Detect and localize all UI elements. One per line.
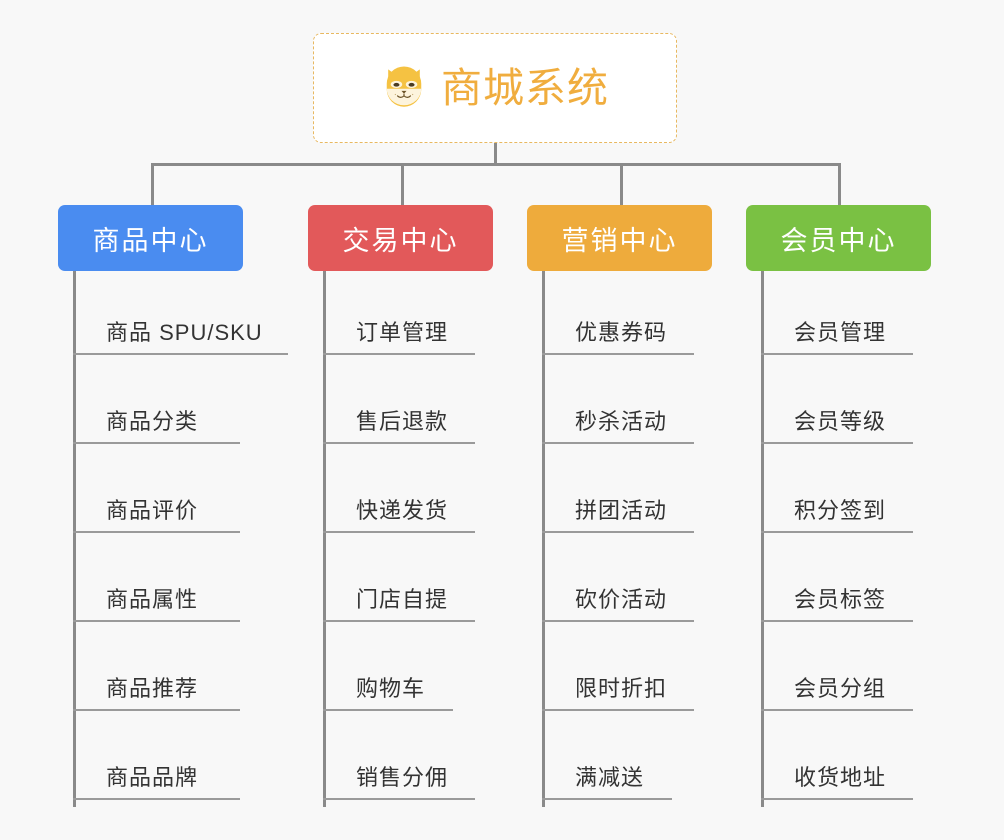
leaf-underline <box>761 353 913 355</box>
leaf-underline <box>542 620 694 622</box>
leaf-underline <box>542 353 694 355</box>
leaf-item-3-1[interactable]: 优惠券码 <box>542 315 694 355</box>
leaf-item-2-4[interactable]: 门店自提 <box>323 582 475 622</box>
leaf-label: 商品推荐 <box>106 676 199 701</box>
leaf-item-3-4[interactable]: 砍价活动 <box>542 582 694 622</box>
leaf-underline <box>542 442 694 444</box>
leaf-label: 会员分组 <box>794 676 887 701</box>
leaf-label: 商品分类 <box>106 409 199 434</box>
leaf-item-1-5[interactable]: 商品推荐 <box>73 671 240 711</box>
leaf-underline <box>323 353 475 355</box>
leaf-underline <box>761 798 913 800</box>
leaf-item-4-4[interactable]: 会员标签 <box>761 582 913 622</box>
leaf-underline <box>761 442 913 444</box>
leaf-item-2-2[interactable]: 售后退款 <box>323 404 475 444</box>
leaf-label: 订单管理 <box>356 320 449 345</box>
leaf-label: 门店自提 <box>356 587 449 612</box>
leaf-item-1-4[interactable]: 商品属性 <box>73 582 240 622</box>
connector-drop-1 <box>151 163 154 208</box>
leaf-underline <box>542 709 694 711</box>
leaf-underline <box>323 798 475 800</box>
leaf-item-4-5[interactable]: 会员分组 <box>761 671 913 711</box>
leaf-underline <box>761 620 913 622</box>
connector-root-stem <box>494 143 497 165</box>
connector-horizontal-bus <box>151 163 841 166</box>
leaf-label: 商品属性 <box>106 587 199 612</box>
leaf-underline <box>323 531 475 533</box>
column-4-spine <box>761 271 764 807</box>
leaf-item-1-2[interactable]: 商品分类 <box>73 404 240 444</box>
leaf-item-1-3[interactable]: 商品评价 <box>73 493 240 533</box>
root-title: 商城系统 <box>441 64 609 111</box>
leaf-underline <box>73 353 288 355</box>
connector-drop-3 <box>620 163 623 208</box>
column-2-spine <box>323 271 326 807</box>
leaf-item-2-6[interactable]: 销售分佣 <box>323 760 475 800</box>
leaf-underline <box>761 531 913 533</box>
leaf-underline <box>761 709 913 711</box>
leaf-item-4-3[interactable]: 积分签到 <box>761 493 913 533</box>
leaf-label: 积分签到 <box>794 498 887 523</box>
leaf-item-3-5[interactable]: 限时折扣 <box>542 671 694 711</box>
leaf-underline <box>73 798 240 800</box>
leaf-label: 售后退款 <box>356 409 449 434</box>
leaf-label: 会员管理 <box>794 320 887 345</box>
leaf-label: 销售分佣 <box>356 765 449 790</box>
leaf-item-1-1[interactable]: 商品 SPU/SKU <box>73 315 288 355</box>
leaf-label: 拼团活动 <box>575 498 668 523</box>
category-header-1[interactable]: 商品中心 <box>58 205 243 271</box>
category-header-2[interactable]: 交易中心 <box>308 205 493 271</box>
connector-drop-2 <box>401 163 404 208</box>
leaf-item-3-3[interactable]: 拼团活动 <box>542 493 694 533</box>
leaf-label: 满减送 <box>575 765 645 790</box>
column-3-spine <box>542 271 545 807</box>
leaf-underline <box>73 442 240 444</box>
leaf-item-3-2[interactable]: 秒杀活动 <box>542 404 694 444</box>
category-header-1-label: 商品中心 <box>92 225 209 256</box>
leaf-item-3-6[interactable]: 满减送 <box>542 760 672 800</box>
column-1-spine <box>73 271 76 807</box>
leaf-underline <box>542 798 672 800</box>
category-header-3-label: 营销中心 <box>561 225 678 256</box>
category-header-4[interactable]: 会员中心 <box>746 205 931 271</box>
root-node-shop-system[interactable]: 商城系统 <box>313 33 677 143</box>
leaf-underline <box>323 442 475 444</box>
leaf-item-4-1[interactable]: 会员管理 <box>761 315 913 355</box>
leaf-label: 商品品牌 <box>106 765 199 790</box>
leaf-item-2-3[interactable]: 快递发货 <box>323 493 475 533</box>
shiba-dog-face-icon <box>386 66 422 107</box>
category-header-4-label: 会员中心 <box>780 225 897 256</box>
leaf-label: 会员标签 <box>794 587 887 612</box>
connector-drop-4 <box>838 163 841 208</box>
category-header-2-label: 交易中心 <box>342 225 459 256</box>
leaf-label: 快递发货 <box>356 498 449 523</box>
leaf-label: 商品 SPU/SKU <box>106 320 263 345</box>
leaf-label: 优惠券码 <box>575 320 668 345</box>
leaf-label: 秒杀活动 <box>575 409 668 434</box>
leaf-item-4-2[interactable]: 会员等级 <box>761 404 913 444</box>
leaf-item-1-6[interactable]: 商品品牌 <box>73 760 240 800</box>
leaf-label: 会员等级 <box>794 409 887 434</box>
leaf-underline <box>542 531 694 533</box>
leaf-label: 购物车 <box>356 676 426 701</box>
leaf-underline <box>323 620 475 622</box>
leaf-item-4-6[interactable]: 收货地址 <box>761 760 913 800</box>
leaf-label: 限时折扣 <box>575 676 668 701</box>
leaf-label: 砍价活动 <box>575 587 668 612</box>
category-header-3[interactable]: 营销中心 <box>527 205 712 271</box>
leaf-underline <box>73 709 240 711</box>
leaf-label: 收货地址 <box>794 765 887 790</box>
leaf-item-2-1[interactable]: 订单管理 <box>323 315 475 355</box>
leaf-underline <box>323 709 453 711</box>
leaf-item-2-5[interactable]: 购物车 <box>323 671 453 711</box>
leaf-label: 商品评价 <box>106 498 199 523</box>
leaf-underline <box>73 620 240 622</box>
leaf-underline <box>73 531 240 533</box>
